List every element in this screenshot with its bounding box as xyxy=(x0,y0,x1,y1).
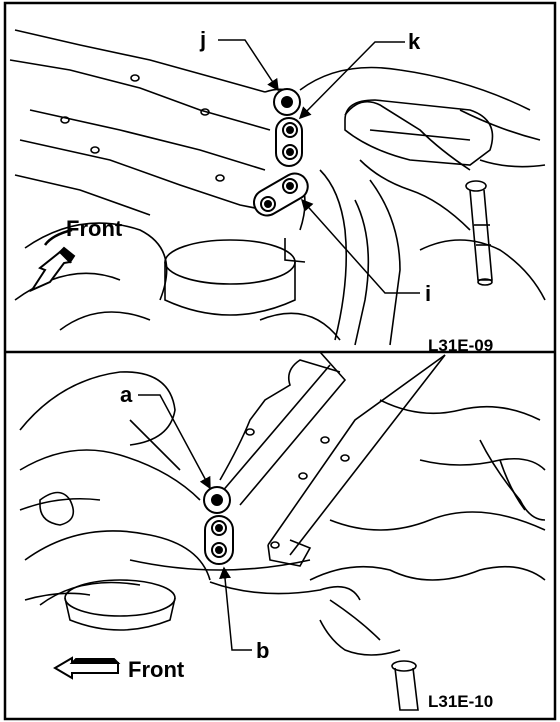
bolt-j xyxy=(281,96,293,108)
leader-k xyxy=(298,41,405,120)
bottom-callout-b: b xyxy=(256,638,269,663)
leader-a xyxy=(138,394,211,490)
top-front-arrow-icon xyxy=(29,228,76,293)
bottom-brackets xyxy=(203,486,234,565)
top-figure-id: L31E-09 xyxy=(428,336,493,355)
bottom-front-arrow-icon xyxy=(53,656,121,680)
bracket-i xyxy=(253,172,309,217)
top-callout-k: k xyxy=(408,29,421,54)
outer-border xyxy=(3,1,557,721)
top-brackets xyxy=(253,88,309,217)
leader-b xyxy=(219,566,252,651)
top-front-label: Front xyxy=(66,216,123,241)
leader-i xyxy=(301,198,420,294)
top-callout-i: i xyxy=(425,281,431,306)
top-callout-j: j xyxy=(199,27,206,52)
bottom-panel xyxy=(19,351,546,711)
bottom-front-label: Front xyxy=(128,657,185,682)
bottom-figure-id: L31E-10 xyxy=(428,692,493,711)
bottom-leaders xyxy=(138,394,252,651)
leader-j xyxy=(218,39,279,92)
top-leaders xyxy=(218,39,420,294)
bolt-a xyxy=(211,494,223,506)
bottom-callout-a: a xyxy=(120,382,133,407)
